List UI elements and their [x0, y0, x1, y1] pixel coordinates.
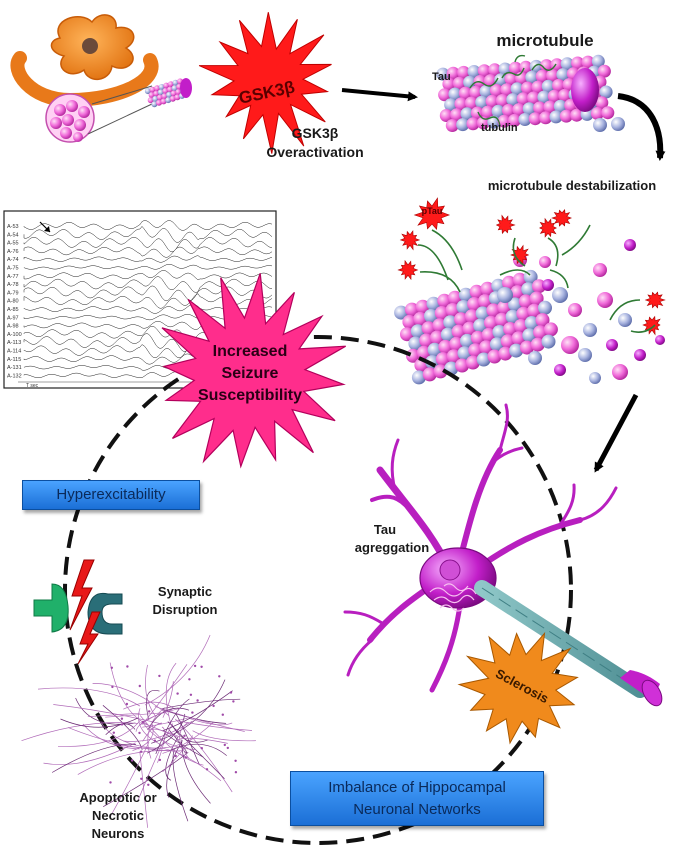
gsk3b-caption-line2: Overactivation	[266, 144, 363, 160]
svg-text:A-98: A-98	[7, 324, 19, 330]
cycle-dashed-circle	[63, 335, 573, 845]
destabilized-microtubule	[394, 197, 666, 385]
svg-text:A-74: A-74	[7, 257, 19, 263]
svg-text:A-85: A-85	[7, 307, 19, 313]
tau-label: Tau	[432, 71, 451, 83]
synaptic-label-line2: Disruption	[153, 602, 218, 617]
microtubule-label: microtubule	[496, 31, 593, 50]
svg-text:A-78: A-78	[7, 282, 19, 288]
imbalance-label-line1: Imbalance of Hippocampal	[328, 779, 506, 796]
svg-text:A-54: A-54	[7, 232, 19, 238]
intact-microtubule	[436, 54, 625, 132]
svg-text:A-75: A-75	[7, 266, 19, 272]
svg-text:A-115: A-115	[7, 357, 21, 363]
svg-text:A-97: A-97	[7, 315, 19, 321]
tau-strands	[469, 54, 557, 127]
lightning-bolt-icon	[69, 559, 95, 631]
svg-text:A-76: A-76	[7, 249, 19, 255]
hyperexcitability-box: Hyperexcitability	[22, 480, 200, 510]
apoptotic-label-line3: Neurons	[92, 826, 145, 841]
destabilization-label: microtubule destabilization	[488, 178, 656, 193]
apoptotic-label-line1: Apoptotic or	[79, 790, 156, 805]
tau-aggregate-icon	[429, 583, 477, 612]
synapse-illustration	[33, 559, 123, 665]
svg-text:A-132: A-132	[7, 373, 22, 379]
synaptic-label-line1: Synaptic	[158, 584, 212, 599]
svg-text:A-80: A-80	[7, 299, 19, 305]
svg-text:A-113: A-113	[7, 340, 21, 346]
tau-agg-label-line2: agreggation	[355, 540, 429, 555]
seizure-starburst	[161, 273, 346, 469]
svg-text:A-77: A-77	[7, 274, 19, 280]
oligodendrocyte-illustration	[10, 14, 192, 143]
tubulin-label: tubulin	[481, 122, 518, 134]
svg-text:A-53: A-53	[7, 224, 19, 230]
apoptotic-label-line2: Necrotic	[92, 808, 144, 823]
arrow-gsk-to-microtubule	[341, 88, 418, 102]
svg-text:A-100: A-100	[7, 332, 22, 338]
neuron-illustration	[343, 403, 663, 707]
hyperexcitability-label: Hyperexcitability	[56, 486, 166, 503]
arrow-curve-to-destabilization	[617, 93, 666, 161]
apoptotic-neurons-illustration	[21, 634, 257, 828]
svg-text:A-114: A-114	[7, 349, 21, 355]
seizure-label-line1: Increased	[213, 343, 288, 360]
ptau-label: pTau	[422, 206, 443, 216]
gsk3b-starburst: GSK3β	[198, 12, 332, 154]
seizure-label-line2: Seizure	[222, 365, 279, 382]
microtubule-cross-section	[50, 100, 90, 142]
imbalance-box: Imbalance of Hippocampal Neuronal Networ…	[290, 771, 544, 826]
svg-text:A-131: A-131	[7, 365, 22, 371]
svg-text:T sec: T sec	[26, 383, 39, 389]
small-microtubule-icon	[144, 78, 192, 108]
gsk3b-caption-line1: GSK3β	[292, 125, 339, 141]
sclerosis-starburst	[457, 631, 579, 745]
tau-agg-label-line1: Tau	[374, 522, 396, 537]
arrow-to-neuron	[593, 393, 639, 473]
svg-text:A-55: A-55	[7, 241, 19, 247]
svg-text:A-79: A-79	[7, 290, 19, 296]
imbalance-label-line2: Neuronal Networks	[353, 801, 481, 818]
seizure-label-line3: Susceptibility	[198, 387, 302, 404]
lightning-bolt-icon	[77, 611, 101, 665]
